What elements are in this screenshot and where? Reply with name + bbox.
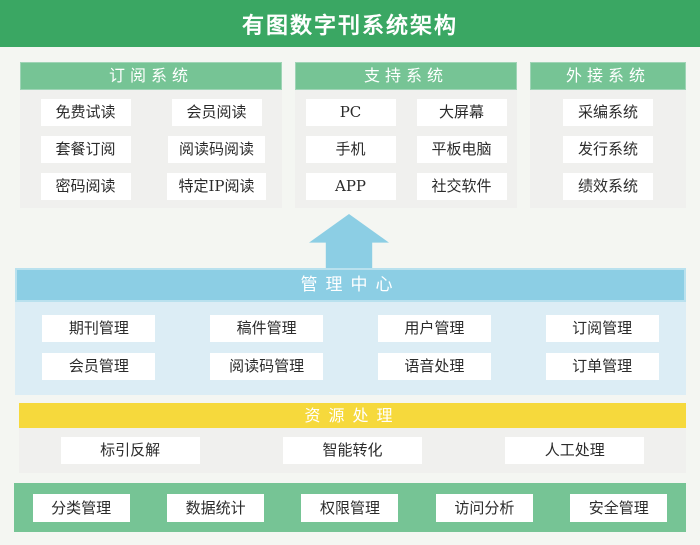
module-box: APP bbox=[305, 173, 396, 200]
management-row-1: 期刊管理 稿件管理 用户管理 订阅管理 bbox=[15, 315, 686, 342]
support-system-items: PC 大屏幕 手机 平板电脑 APP 社交软件 bbox=[295, 90, 517, 200]
up-arrow-icon bbox=[309, 214, 389, 268]
module-box: 标引反解 bbox=[60, 437, 200, 464]
module-box: 特定IP阅读 bbox=[167, 173, 266, 200]
subscription-system-header: 订阅系统 bbox=[20, 62, 282, 90]
module-box: 会员管理 bbox=[42, 353, 156, 380]
bottom-modules-band: 分类管理 数据统计 权限管理 访问分析 安全管理 bbox=[14, 483, 686, 532]
module-box: 订阅管理 bbox=[545, 315, 659, 342]
module-box: 绩效系统 bbox=[563, 173, 653, 200]
management-center-section: 管理中心 期刊管理 稿件管理 用户管理 订阅管理 会员管理 阅读码管理 语音处理… bbox=[15, 268, 686, 395]
module-box: 采编系统 bbox=[563, 99, 653, 126]
module-box: PC bbox=[305, 99, 396, 126]
support-system-header: 支持系统 bbox=[295, 62, 517, 90]
module-box: 阅读码管理 bbox=[210, 353, 324, 380]
module-box: 手机 bbox=[305, 136, 396, 163]
module-box: 分类管理 bbox=[32, 493, 130, 522]
top-systems-row: 订阅系统 免费试读 会员阅读 套餐订阅 阅读码阅读 密码阅读 特定IP阅读 支持… bbox=[20, 62, 686, 208]
arrow-zone bbox=[0, 208, 700, 268]
module-box: 平板电脑 bbox=[416, 136, 507, 163]
module-box: 用户管理 bbox=[377, 315, 491, 342]
support-system-panel: 支持系统 PC 大屏幕 手机 平板电脑 APP 社交软件 bbox=[295, 62, 517, 208]
module-box: 语音处理 bbox=[377, 353, 491, 380]
module-box: 访问分析 bbox=[435, 493, 533, 522]
module-box: 稿件管理 bbox=[210, 315, 324, 342]
external-system-panel: 外接系统 采编系统 发行系统 绩效系统 bbox=[530, 62, 686, 208]
module-box: 数据统计 bbox=[167, 493, 265, 522]
management-row-2: 会员管理 阅读码管理 语音处理 订单管理 bbox=[15, 353, 686, 380]
module-box: 密码阅读 bbox=[40, 173, 131, 200]
module-box: 智能转化 bbox=[282, 437, 422, 464]
module-box: 大屏幕 bbox=[416, 99, 507, 126]
module-box: 订单管理 bbox=[545, 353, 659, 380]
module-box: 套餐订阅 bbox=[40, 136, 131, 163]
external-system-header: 外接系统 bbox=[530, 62, 686, 90]
module-box: 免费试读 bbox=[40, 99, 131, 126]
subscription-system-items: 免费试读 会员阅读 套餐订阅 阅读码阅读 密码阅读 特定IP阅读 bbox=[20, 90, 282, 200]
management-center-header: 管理中心 bbox=[15, 268, 686, 302]
subscription-system-panel: 订阅系统 免费试读 会员阅读 套餐订阅 阅读码阅读 密码阅读 特定IP阅读 bbox=[20, 62, 282, 208]
external-system-items: 采编系统 发行系统 绩效系统 bbox=[530, 90, 686, 200]
module-box: 期刊管理 bbox=[42, 315, 156, 342]
module-box: 安全管理 bbox=[570, 493, 668, 522]
resource-processing-items: 标引反解 智能转化 人工处理 bbox=[19, 428, 686, 473]
module-box: 人工处理 bbox=[505, 437, 645, 464]
management-center-items: 期刊管理 稿件管理 用户管理 订阅管理 会员管理 阅读码管理 语音处理 订单管理 bbox=[15, 302, 686, 395]
module-box: 权限管理 bbox=[301, 493, 399, 522]
module-box: 阅读码阅读 bbox=[167, 136, 265, 163]
resource-processing-section: 资源处理 标引反解 智能转化 人工处理 bbox=[19, 403, 686, 473]
diagram-title: 有图数字刊系统架构 bbox=[0, 0, 700, 47]
module-box: 发行系统 bbox=[563, 136, 653, 163]
resource-processing-header: 资源处理 bbox=[19, 403, 686, 428]
module-box: 会员阅读 bbox=[171, 99, 262, 126]
module-box: 社交软件 bbox=[416, 173, 507, 200]
